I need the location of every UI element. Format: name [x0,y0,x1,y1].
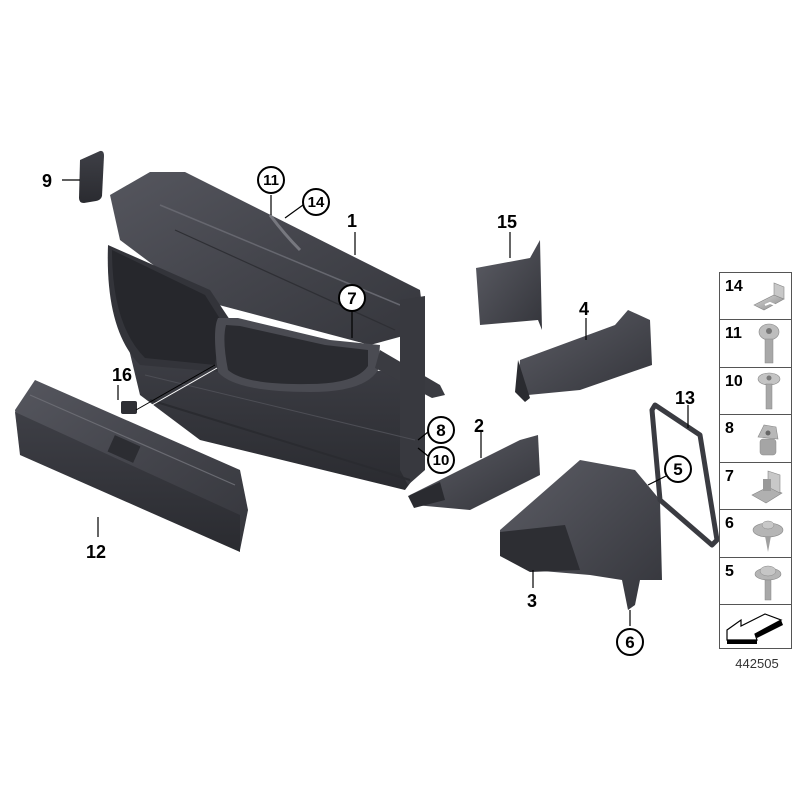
washer-screw-icon [752,520,784,552]
legend-label: 7 [725,468,734,485]
part-13-frame-seal [647,402,720,548]
callout-9[interactable]: 9 [42,171,53,191]
callout-11[interactable]: 11 [257,166,285,194]
legend-item-5[interactable]: 5 [720,558,791,605]
callout-3[interactable]: 3 [527,591,538,611]
legend-item-8[interactable]: 8 [720,415,791,463]
legend-label: 11 [725,325,742,342]
legend-item-11[interactable]: 11 [720,320,791,368]
cage-nut-icon [751,470,783,504]
flange-screw-icon [754,565,782,601]
callout-5[interactable]: 5 [664,455,692,483]
callout-8[interactable]: 8 [427,416,455,444]
hex-socket-bolt-icon [758,323,780,364]
part-2-air-duct-left [408,432,540,510]
callout-15[interactable]: 15 [497,212,518,232]
legend-label: 5 [725,563,734,580]
part-1-radiator-shroud [107,172,445,490]
part-4-air-duct-right [515,310,652,402]
pan-head-screw-icon [757,372,781,410]
legend-item-7[interactable]: 7 [720,463,791,510]
part-16-clip [117,364,218,414]
diagram-number: 442505 [735,656,779,671]
legend-item-6[interactable]: 6 [720,510,791,558]
callout-1[interactable]: 1 [347,211,358,231]
legend-label: 6 [725,515,734,532]
speed-nut-icon [757,424,779,456]
callout-12[interactable]: 12 [86,542,107,562]
part-15-air-guide-panel [476,232,542,330]
legend-label: 8 [725,420,734,437]
callout-13[interactable]: 13 [675,388,696,408]
part-3-air-duct-lower [500,460,662,626]
callout-10[interactable]: 10 [427,446,455,474]
legend-item-14[interactable]: 14 [720,273,791,320]
direction-arrow-icon [726,613,783,644]
legend-label: 14 [725,278,743,295]
hardware-legend: 14 11 10 8 7 [719,272,792,649]
legend-label: 10 [725,373,743,390]
legend-item-arrow [720,605,791,648]
callout-14[interactable]: 14 [302,188,330,216]
callout-6[interactable]: 6 [616,628,644,656]
legend-item-10[interactable]: 10 [720,368,791,415]
leader-lines [270,195,429,457]
part-9-cover-cap [62,150,104,203]
clip-plate-icon [753,282,785,311]
callout-16[interactable]: 16 [112,365,133,385]
part-12-lower-air-guide [15,380,248,552]
callout-7[interactable]: 7 [338,284,366,312]
callout-4[interactable]: 4 [579,299,590,319]
callout-2[interactable]: 2 [474,416,485,436]
